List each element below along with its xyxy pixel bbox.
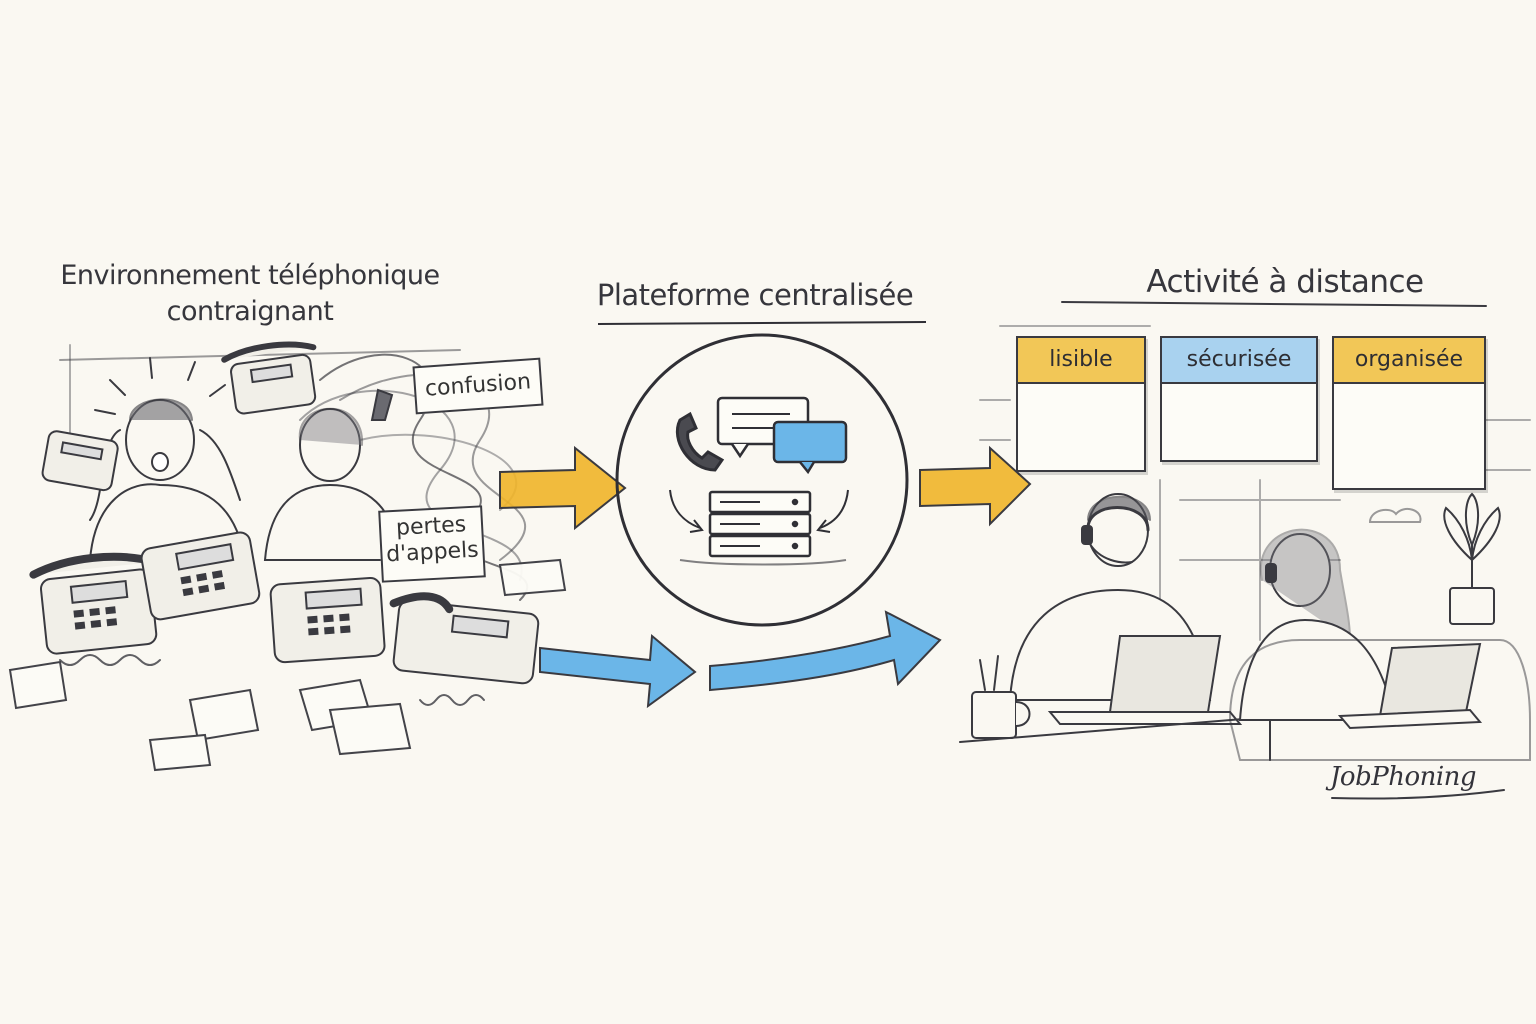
title-left: Environnement téléphonique contraignant (60, 258, 440, 330)
yellow-arrow-right (919, 445, 1032, 527)
card-lisible: lisible (1016, 336, 1146, 472)
title-left-line1: Environnement téléphonique (60, 260, 440, 291)
card-organisee-label: organisée (1334, 338, 1484, 384)
note-pertes-appels: pertes d'appels (378, 505, 486, 583)
chaos-scene (8, 341, 567, 772)
blue-arrow-left (539, 633, 697, 709)
card-securisee: sécurisée (1160, 336, 1318, 462)
mug-icon (971, 655, 1031, 739)
phone-pile (29, 341, 540, 685)
title-center: Plateforme centralisée (596, 278, 914, 312)
platform-circle (597, 321, 927, 627)
papers (8, 558, 567, 772)
server-icon (708, 490, 812, 558)
plant-icon (1443, 492, 1501, 625)
laptop-icon (1047, 635, 1243, 725)
brand-signature: JobPhoning (1330, 762, 1477, 792)
headset-icon (1086, 506, 1150, 532)
note-pertes-line2: d'appels (385, 537, 480, 568)
phone-icon (675, 411, 725, 472)
card-securisee-label: sécurisée (1162, 338, 1316, 384)
card-lisible-label: lisible (1018, 338, 1144, 384)
title-right: Activité à distance (1146, 264, 1424, 300)
note-confusion: confusion (412, 357, 544, 415)
card-organisee: organisée (1332, 336, 1486, 490)
blue-arrow-right (709, 610, 942, 692)
title-left-line2: contraignant (166, 296, 334, 327)
yellow-arrow-left (499, 445, 627, 531)
chat-bubble-icon (716, 396, 848, 475)
calm-woman (263, 388, 402, 561)
laptop-icon (1337, 642, 1483, 730)
woman-headset (1238, 528, 1397, 721)
